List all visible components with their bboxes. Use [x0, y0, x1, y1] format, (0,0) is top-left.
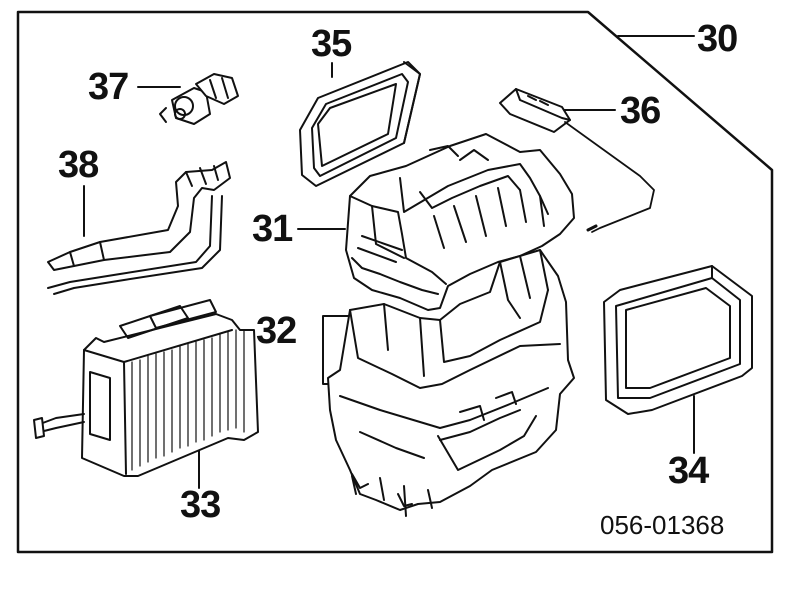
switch-part-37	[159, 73, 239, 125]
callout-35: 35	[311, 23, 352, 65]
gasket-frame-part-35	[299, 61, 421, 187]
sensor-part-36	[499, 88, 655, 233]
lower-case-part-32	[327, 249, 575, 517]
callout-38: 38	[58, 144, 99, 186]
pipe-part-38	[47, 161, 231, 295]
callout-30: 30	[697, 18, 738, 60]
diagram-frame	[16, 10, 774, 554]
reference-code: 056-01368	[600, 510, 725, 540]
evaporator-part-33	[33, 299, 259, 477]
callout-36: 36	[620, 90, 661, 132]
callout-37: 37	[88, 66, 129, 108]
callout-34: 34	[668, 450, 709, 492]
callout-33: 33	[180, 484, 221, 526]
upper-case-part-31	[345, 133, 575, 311]
callout-31: 31	[252, 208, 293, 250]
callout-32: 32	[256, 310, 297, 352]
gasket-frame-part-34	[603, 265, 753, 415]
